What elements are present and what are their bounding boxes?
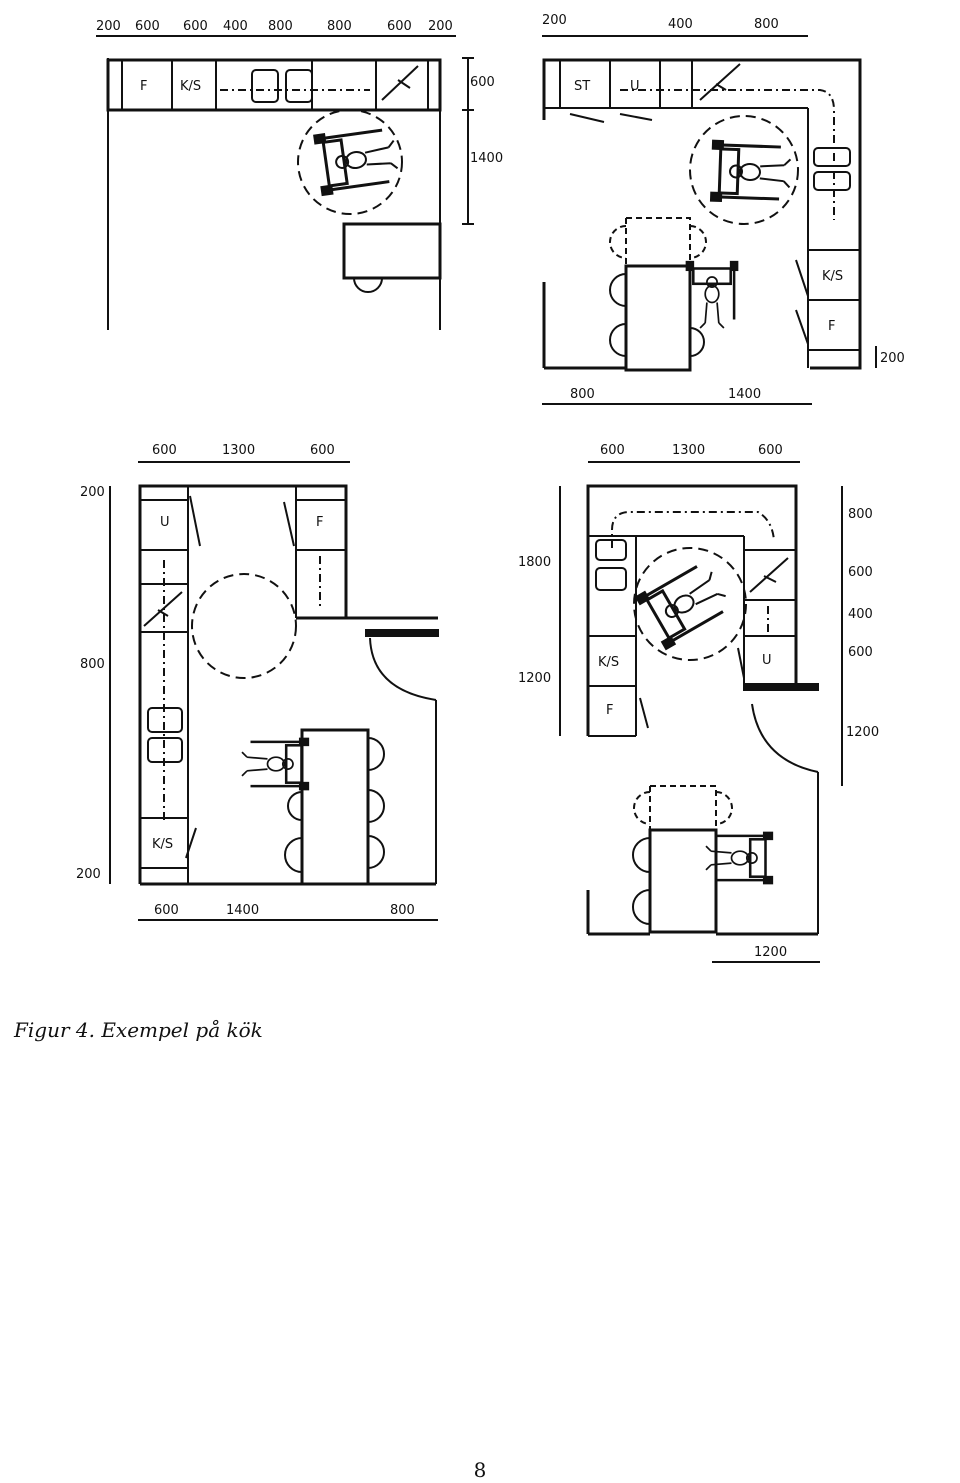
- plan3-dim-top-1: 600: [152, 443, 177, 458]
- plan1-dim-top-4: 400: [223, 19, 248, 34]
- plan3-unit-u: U: [160, 515, 170, 530]
- plan-4: [559, 461, 843, 963]
- plan3-dim-top-2: 1300: [222, 443, 255, 458]
- plan4-dim-right-4: 600: [848, 645, 873, 660]
- plan4-unit-ks: K/S: [598, 655, 619, 670]
- plan-3: [109, 461, 439, 921]
- plan3-dim-left-3: 200: [76, 867, 101, 882]
- kitchen-plans-drawing: 200 600 600 400 800 800 600 200 600 1400…: [76, 13, 905, 963]
- plan2-unit-u: U: [630, 79, 640, 94]
- plan1-dim-top-3: 600: [183, 19, 208, 34]
- plan4-dim-right-2: 600: [848, 565, 873, 580]
- plan4-dim-right-5: 1200: [846, 725, 879, 740]
- plan1-dim-top-5: 800: [268, 19, 293, 34]
- plan2-dim-bottom-2: 1400: [728, 387, 761, 402]
- plan3-unit-ks: K/S: [152, 837, 173, 852]
- plan4-dim-top-1: 600: [600, 443, 625, 458]
- plan4-dim-right-1: 800: [848, 507, 873, 522]
- plan1-dim-top-6: 800: [327, 19, 352, 34]
- plan2-unit-st: ST: [574, 79, 590, 94]
- plan-1: [96, 35, 474, 330]
- plan3-dim-top-3: 600: [310, 443, 335, 458]
- plan3-dim-left-2: 800: [80, 657, 105, 672]
- plan3-dim-bottom-2: 1400: [226, 903, 259, 918]
- plan4-dim-left-1: 1800: [518, 555, 551, 570]
- plan2-dim-top-2: 400: [668, 17, 693, 32]
- plan4-dim-right-3: 400: [848, 607, 873, 622]
- plan4-dim-bottom-1: 1200: [754, 945, 787, 960]
- plan1-dim-right-2: 1400: [470, 151, 503, 166]
- plan3-dim-bottom-1: 600: [154, 903, 179, 918]
- plan1-dim-top-7: 600: [387, 19, 412, 34]
- plan4-unit-f: F: [606, 703, 613, 718]
- plan4-dim-top-2: 1300: [672, 443, 705, 458]
- plan-2: [542, 35, 877, 405]
- plan3-unit-f: F: [316, 515, 323, 530]
- plan3-dim-bottom-3: 800: [390, 903, 415, 918]
- plan1-dim-right-1: 600: [470, 75, 495, 90]
- plan2-dim-right-1: 200: [880, 351, 905, 366]
- plan2-dim-top-1: 200: [542, 13, 567, 28]
- plan4-dim-left-2: 1200: [518, 671, 551, 686]
- figure-caption: Figur 4. Exempel på kök: [14, 1018, 263, 1042]
- plan2-unit-ks: K/S: [822, 269, 843, 284]
- plan2-unit-f: F: [828, 319, 835, 334]
- page-number: 8: [473, 1458, 487, 1482]
- plan1-dim-top-2: 600: [135, 19, 160, 34]
- plan4-unit-u: U: [762, 653, 772, 668]
- plan1-unit-f: F: [140, 79, 147, 94]
- plan2-dim-bottom-1: 800: [570, 387, 595, 402]
- plan2-dim-top-3: 800: [754, 17, 779, 32]
- plan3-dim-left-1: 200: [80, 485, 105, 500]
- plan1-dim-top-1: 200: [96, 19, 121, 34]
- plan4-dim-top-3: 600: [758, 443, 783, 458]
- plan1-dim-top-8: 200: [428, 19, 453, 34]
- plan1-unit-ks: K/S: [180, 79, 201, 94]
